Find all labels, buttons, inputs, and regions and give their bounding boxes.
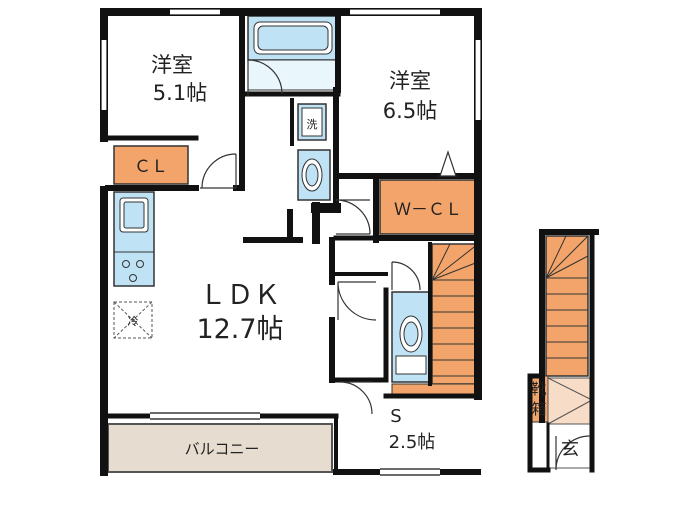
- windows: [100, 8, 482, 476]
- entrance-staircase: [545, 235, 589, 377]
- room-size-service: 2.5帖: [389, 432, 436, 453]
- entrance-floor: [547, 377, 593, 425]
- shoe-box-label-2: 箱: [531, 400, 546, 418]
- bathroom-floor: [247, 59, 339, 91]
- room-name-ldk: ＬＤＫ: [200, 280, 281, 311]
- vanity-sink: [297, 149, 331, 201]
- door-swings: [200, 59, 591, 471]
- walk-in-closet: [379, 179, 477, 235]
- kitchen-counter: [113, 191, 155, 287]
- room-name-western-2: 洋室: [389, 69, 431, 93]
- bathtub: [247, 15, 339, 61]
- toilet: [391, 291, 431, 383]
- room-name-service: S: [390, 406, 401, 427]
- closet: [113, 145, 189, 185]
- refrigerator-space: [113, 301, 153, 339]
- room-size-western-2: 6.5帖: [383, 99, 437, 123]
- room-name-western-1: 洋室: [151, 53, 193, 77]
- balcony-label: バルコニー: [185, 440, 260, 458]
- room-size-western-1: 5.1帖: [153, 81, 207, 105]
- walk-in-closet-label: Ｗ－ＣＬ: [394, 200, 462, 220]
- washer-label: 洗: [307, 118, 318, 131]
- stove-burner-icon: [136, 260, 144, 268]
- washer: [297, 103, 327, 141]
- main-staircase: [431, 243, 479, 385]
- room-size-ldk: 12.7帖: [196, 314, 283, 345]
- entrance-label: 玄: [561, 439, 579, 460]
- closet-label: ＣＬ: [134, 157, 168, 177]
- shoe-box-label-1: 靴: [531, 380, 546, 398]
- stove-burner-icon: [129, 274, 137, 282]
- refrigerator-label: 冷: [128, 315, 139, 328]
- stove-burner-icon: [122, 260, 130, 268]
